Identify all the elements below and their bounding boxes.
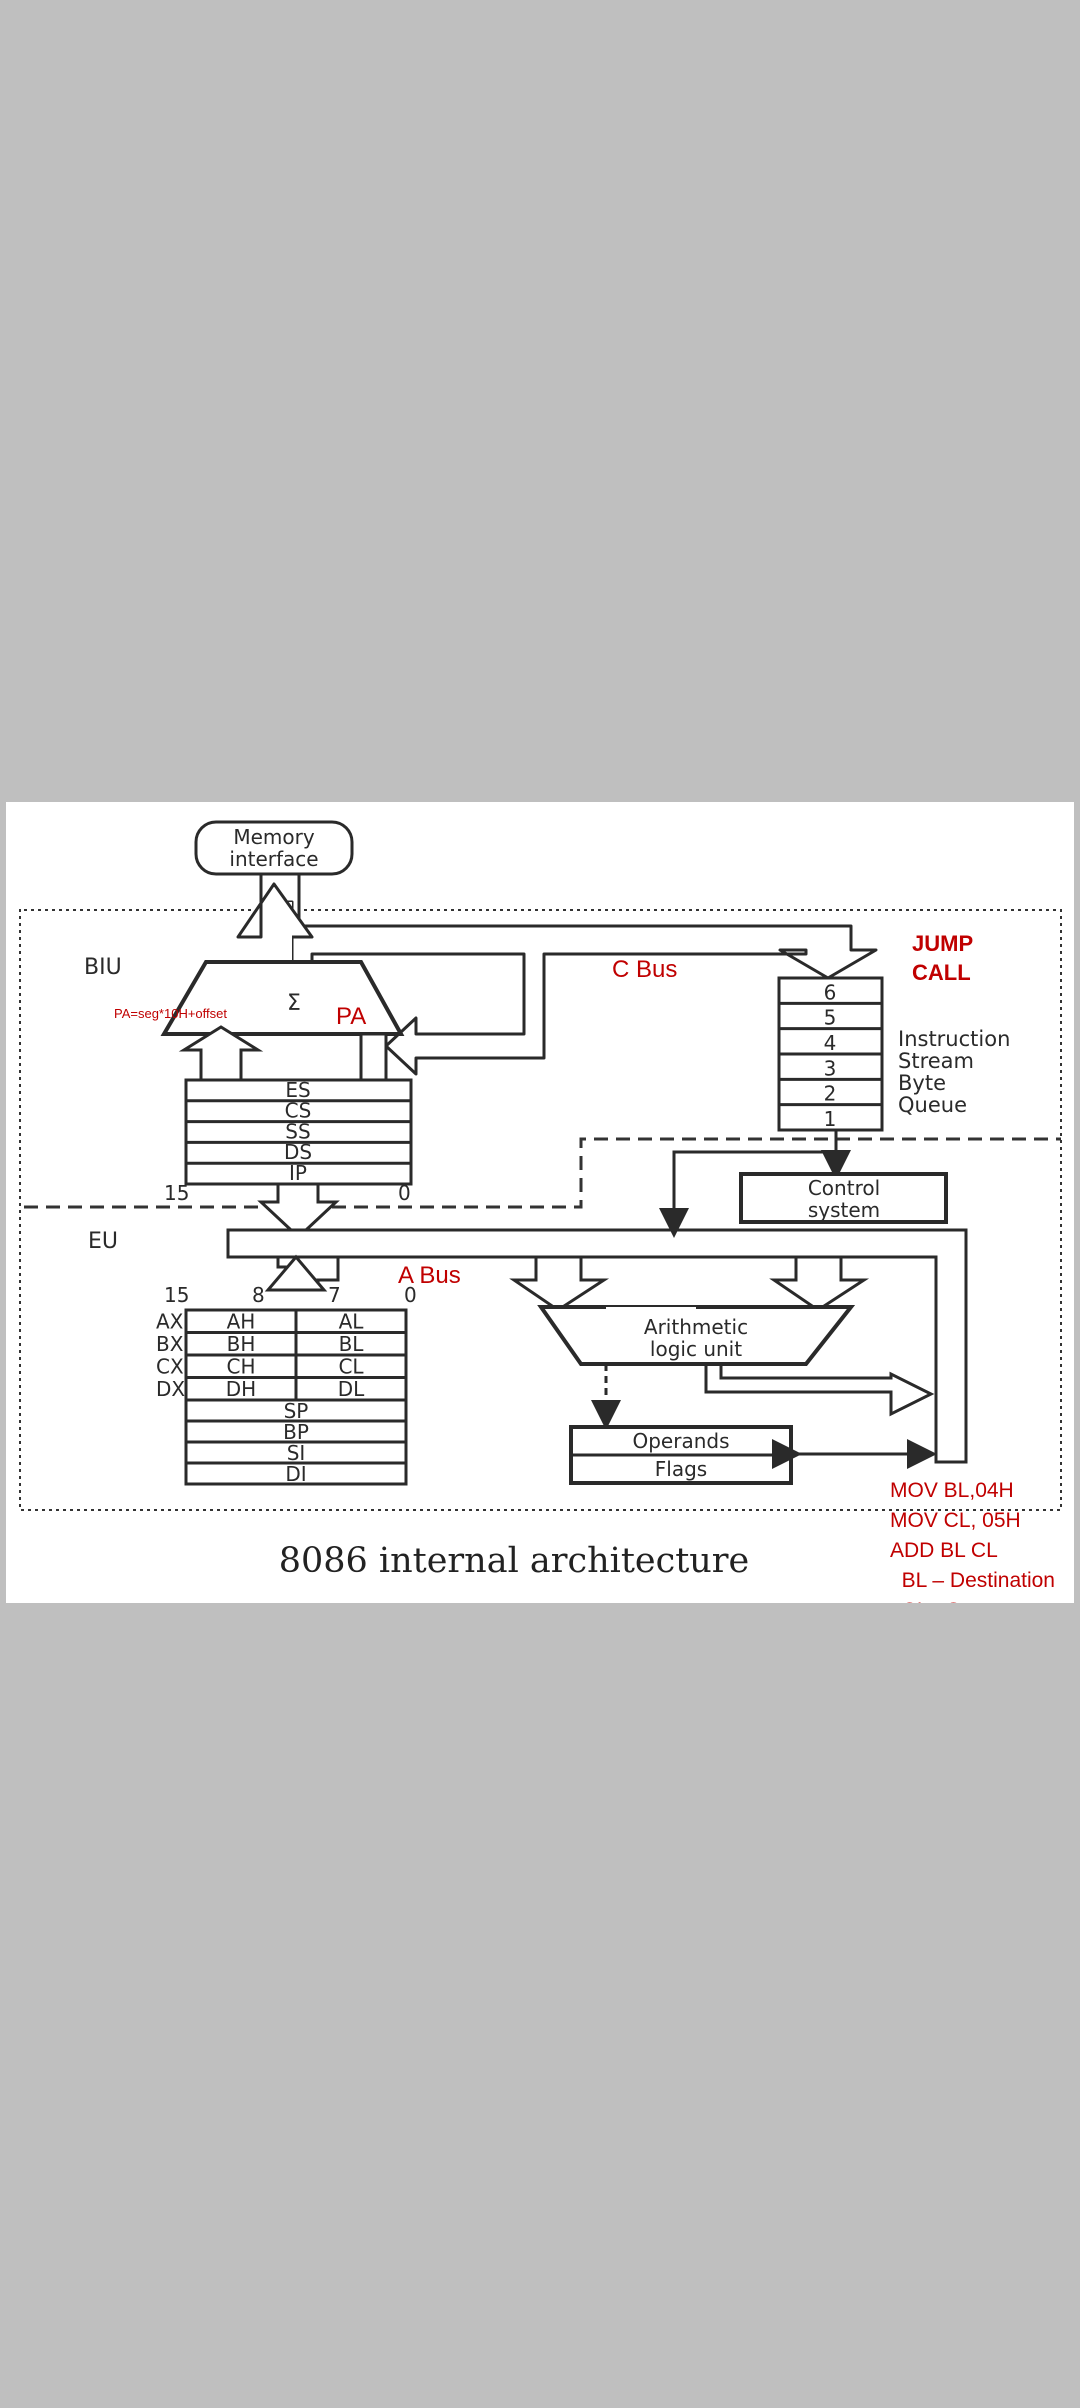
register-dl: DL: [338, 1377, 365, 1401]
queue-slot-6: 6: [824, 980, 837, 1004]
code-annotation-line: ADD BL CL: [890, 1539, 998, 1562]
general-bit-0: 0: [404, 1283, 417, 1307]
register-sp: SP: [284, 1399, 309, 1423]
code-annotations: MOV BL,04H MOV CL, 05H ADD BL CL BL – Dest…: [890, 1479, 1055, 1603]
register-al: AL: [339, 1310, 365, 1334]
segment-bit-0: 0: [398, 1181, 411, 1205]
register-pair-ax: AX: [156, 1310, 184, 1334]
call-annotation: CALL: [912, 960, 971, 985]
biu-label: BIU: [84, 955, 122, 980]
queue-label-line: Byte: [898, 1071, 946, 1095]
register-di: DI: [285, 1462, 306, 1486]
queue-label-line: Instruction: [898, 1027, 1010, 1051]
queue-label-line: Queue: [898, 1093, 967, 1117]
queue-slot-1: 1: [824, 1107, 837, 1131]
bus-to-alu-arrows: [509, 1255, 870, 1312]
diagram-title: 8086 internal architecture: [279, 1541, 750, 1581]
general-bit-7: 7: [328, 1283, 341, 1307]
register-bl: BL: [339, 1332, 365, 1356]
segment-bit-15: 15: [164, 1181, 189, 1205]
queue-to-eu-line: [659, 1150, 836, 1238]
flags-label: Flags: [655, 1457, 707, 1481]
alu-output-arrow: [704, 1360, 935, 1417]
register-pair-bx: BX: [156, 1332, 184, 1356]
sigma-adder: [160, 960, 405, 1036]
sigma-symbol: Σ: [287, 991, 301, 1016]
queue-slot-2: 2: [824, 1082, 837, 1106]
register-bp: BP: [283, 1420, 309, 1444]
register-cl: CL: [338, 1355, 364, 1379]
register-si: SI: [287, 1441, 306, 1465]
segment-register-cs: CS: [285, 1099, 312, 1123]
c-bus-annotation: C Bus: [612, 956, 677, 983]
queue-slot-5: 5: [824, 1006, 837, 1030]
alu-notch: [606, 1307, 696, 1319]
control-system-box: [739, 1172, 948, 1224]
segment-to-adder-arrow: [178, 1025, 264, 1082]
operands-label: Operands: [632, 1429, 729, 1453]
eu-label: EU: [88, 1229, 118, 1254]
general-bus-arrowhead: [264, 1254, 328, 1292]
a-bus-annotation: A Bus: [398, 1262, 461, 1289]
queue-label-line: Stream: [898, 1049, 974, 1073]
segment-register-ss: SS: [285, 1119, 310, 1143]
register-dh: DH: [226, 1377, 256, 1401]
code-annotation-line: MOV BL,04H: [890, 1479, 1014, 1502]
queue-slot-3: 3: [824, 1056, 837, 1080]
general-bit-15: 15: [164, 1283, 189, 1307]
register-pair-cx: CX: [156, 1355, 184, 1379]
pa-formula-annotation: PA=seg*10H+offset: [114, 1006, 227, 1021]
adder-to-segment-arrow: [359, 1032, 388, 1082]
segment-register-es: ES: [285, 1078, 310, 1102]
register-ch: CH: [226, 1355, 255, 1379]
code-annotation-line: CL - Source: [890, 1599, 1013, 1603]
register-pair-dx: DX: [156, 1377, 185, 1401]
biu-eu-divider: [24, 1137, 1061, 1209]
pa-annotation: PA: [336, 1003, 366, 1030]
code-annotation-line: MOV CL, 05H: [890, 1509, 1021, 1532]
general-bit-8: 8: [252, 1283, 265, 1307]
code-annotation-line: BL – Destination: [890, 1569, 1055, 1592]
queue-slot-4: 4: [824, 1031, 837, 1055]
alu-shape: [537, 1305, 856, 1366]
register-ah: AH: [227, 1310, 256, 1334]
section-boundaries: [19, 909, 1062, 1511]
segment-register-ds: DS: [284, 1140, 312, 1164]
jump-annotation: JUMP: [912, 931, 973, 956]
segment-register-ip: IP: [289, 1161, 307, 1185]
register-bh: BH: [227, 1332, 256, 1356]
